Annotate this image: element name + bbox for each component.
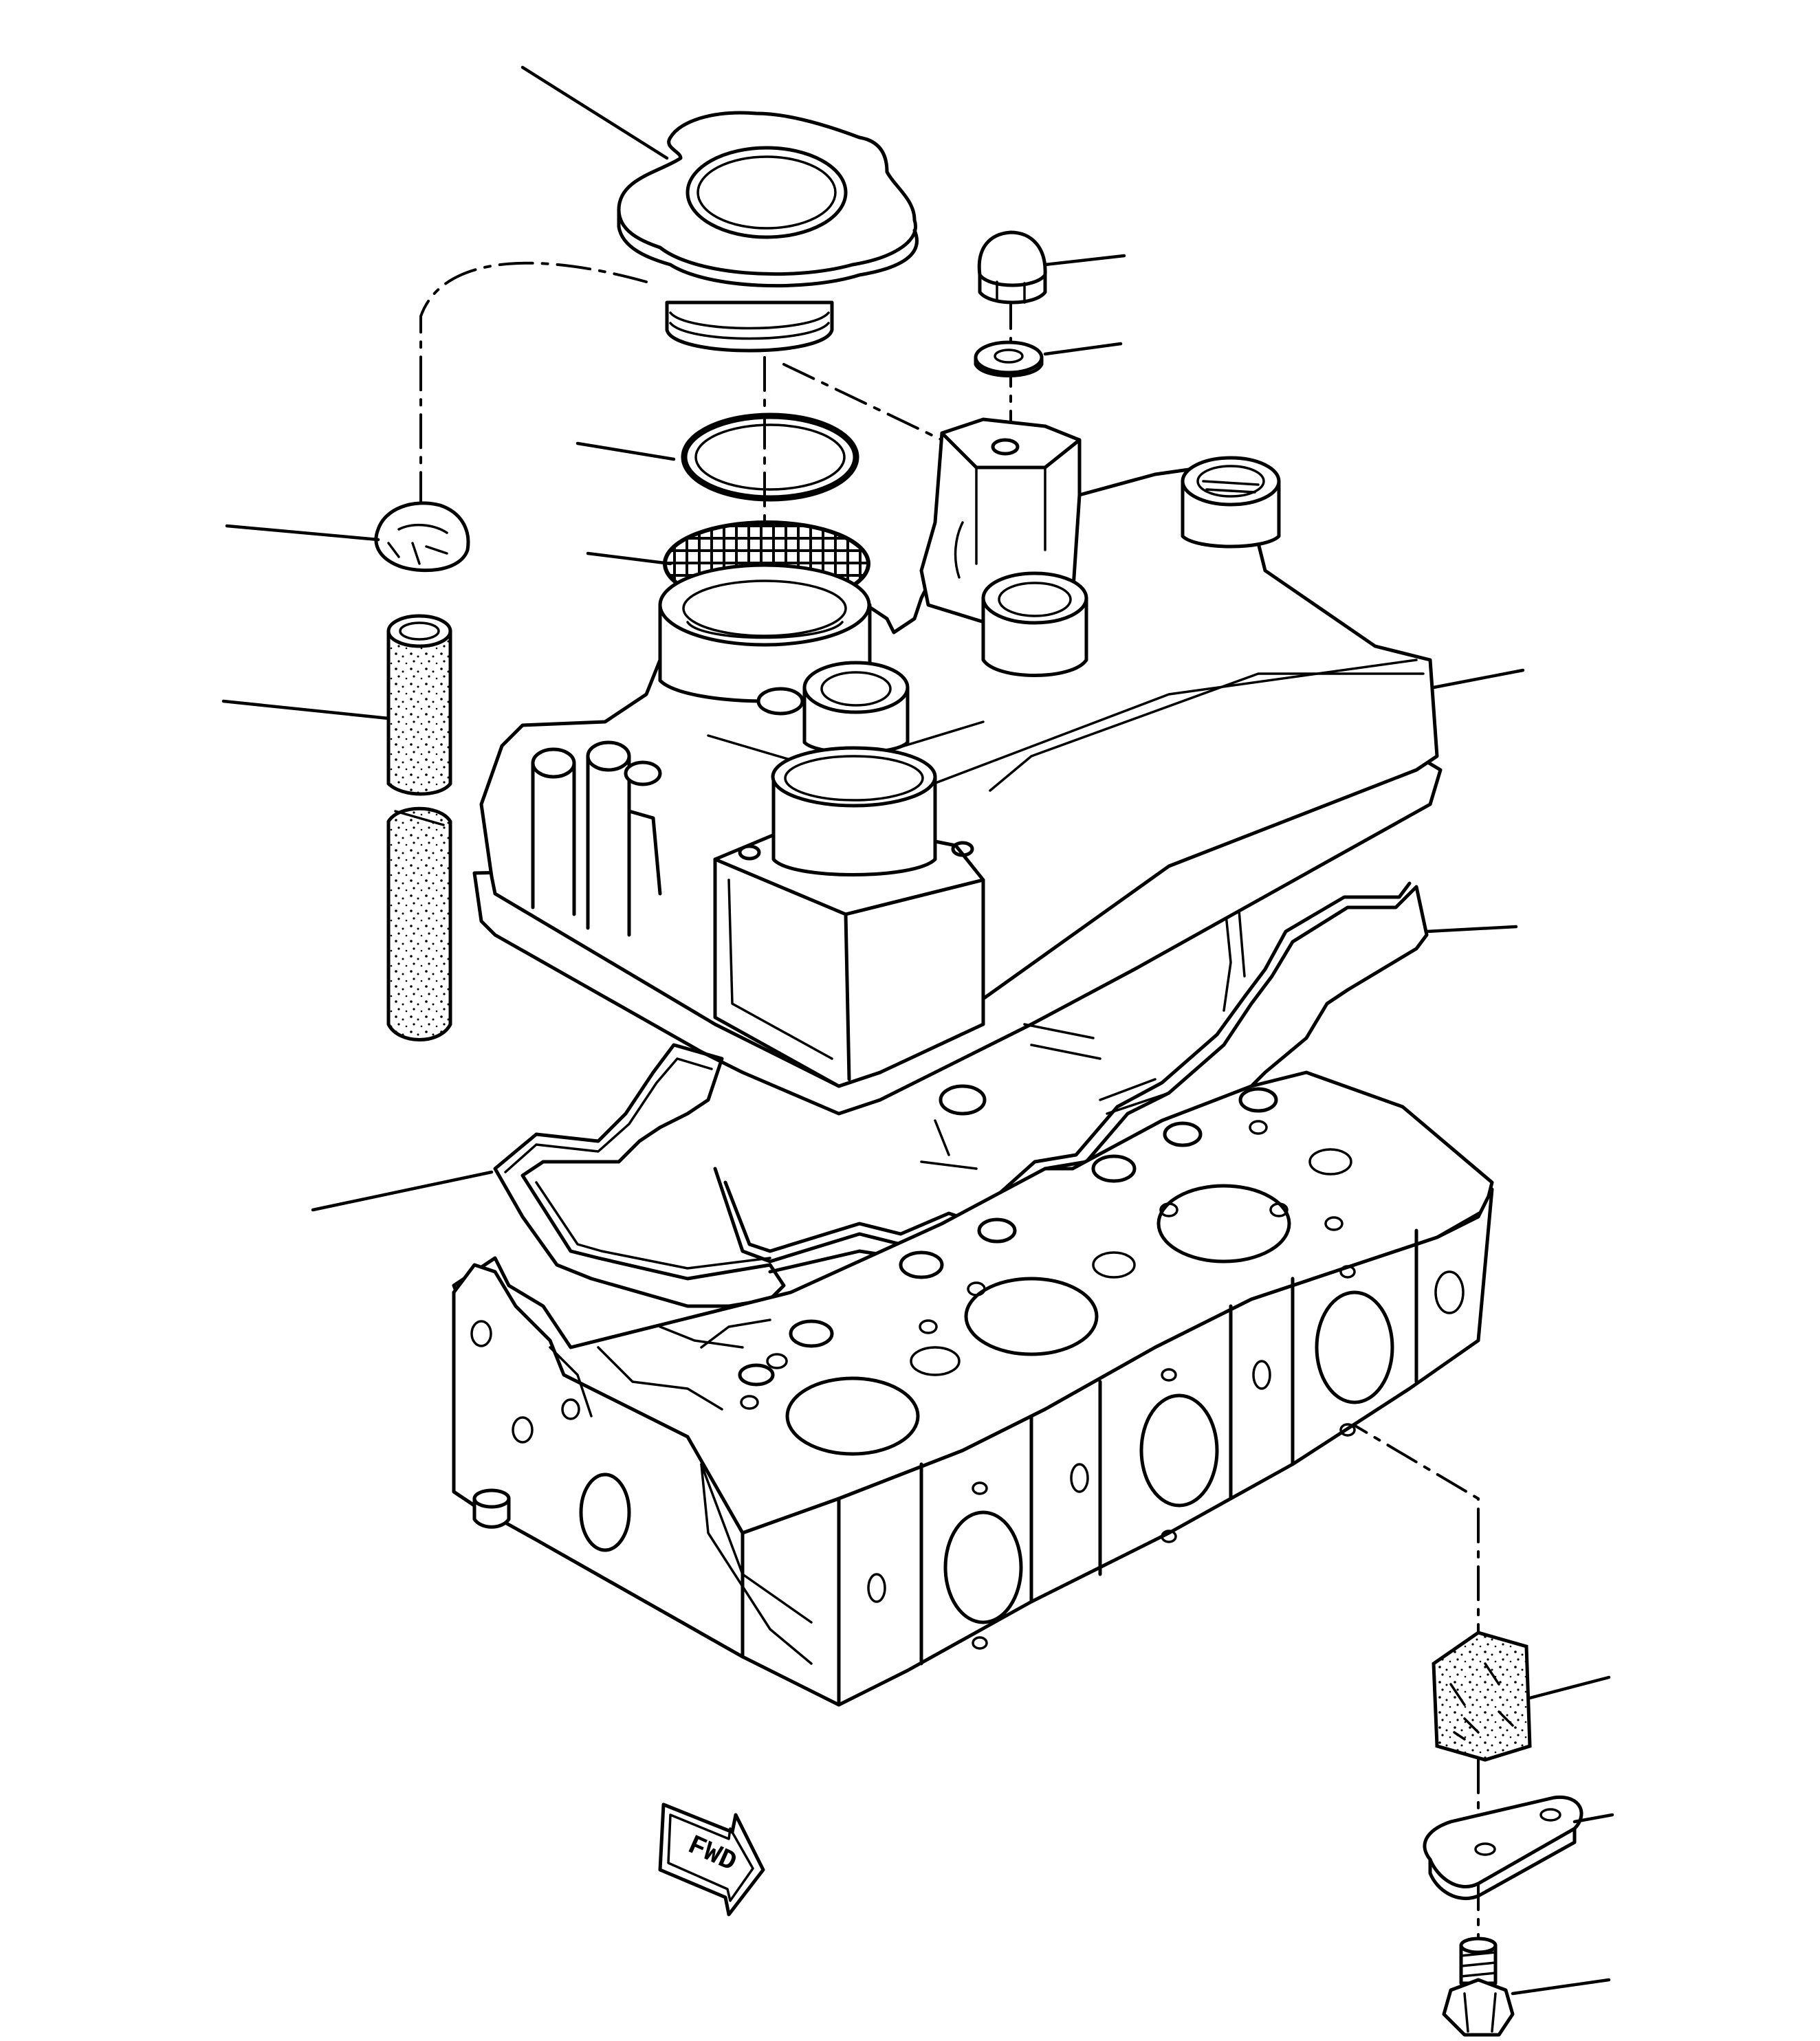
leader-filter-element <box>1528 1675 1611 1700</box>
o-ring <box>681 412 859 502</box>
sealing-washer <box>974 340 1044 377</box>
cap-nut <box>977 230 1047 305</box>
leader-o-ring <box>575 441 676 461</box>
cylinder-head <box>452 1023 1494 1707</box>
bolt <box>1442 1937 1515 2037</box>
leader-bolt <box>1511 1978 1611 1996</box>
leader-retaining-plate <box>1572 1813 1614 1824</box>
leader-lines <box>221 65 1614 1996</box>
breather-hose <box>386 614 452 1041</box>
retaining-plate <box>1423 1795 1583 1901</box>
leader-hose-clamp <box>225 524 380 542</box>
oil-filler-cap <box>617 111 919 353</box>
leader-valve-cover-gasket-left <box>311 1170 494 1212</box>
filter-element <box>1432 1631 1532 1762</box>
leader-breather-hose <box>221 699 391 720</box>
leader-valve-cover <box>1432 668 1525 689</box>
leader-cap-nut <box>1043 254 1126 267</box>
hose-clamp <box>374 501 470 573</box>
leader-oil-filler-cap <box>520 65 669 160</box>
forward-direction-arrow: FWD <box>658 1802 765 1917</box>
valve-cover <box>472 417 1443 1116</box>
valve-cover-gasket-left <box>493 1043 786 1308</box>
leader-strainer-screen <box>586 551 672 566</box>
leader-sealing-washer <box>1043 342 1123 356</box>
leader-valve-cover-gasket-right <box>1425 925 1518 934</box>
